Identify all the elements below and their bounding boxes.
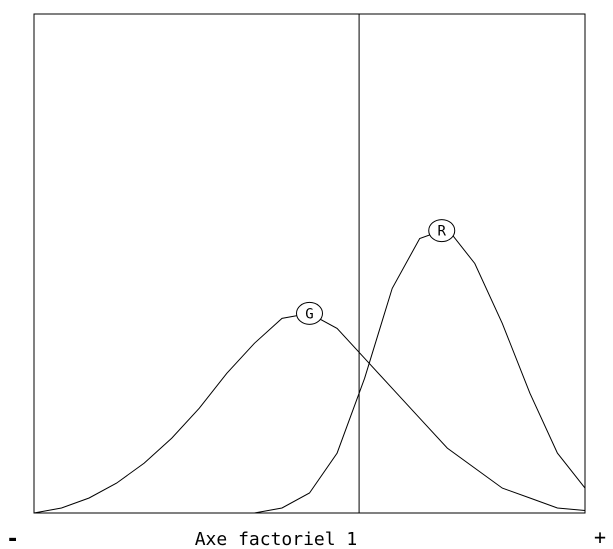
series-group <box>33 228 586 514</box>
series-marker-r: R <box>428 219 456 243</box>
x-axis-max-label: + <box>594 525 606 549</box>
series-marker-g: G <box>296 301 323 325</box>
plot-frame <box>33 13 586 514</box>
series-marker-ellipse <box>428 219 456 243</box>
x-axis-min-label: - <box>6 527 19 549</box>
series-line-r <box>34 228 586 514</box>
series-line-g <box>33 312 586 514</box>
series-marker-label: R <box>438 224 447 240</box>
x-axis-title: Axe factoriel 1 <box>195 529 358 549</box>
series-marker-label: G <box>305 306 313 322</box>
series-marker-ellipse <box>296 301 323 325</box>
series-marker-group: GR <box>296 219 456 325</box>
